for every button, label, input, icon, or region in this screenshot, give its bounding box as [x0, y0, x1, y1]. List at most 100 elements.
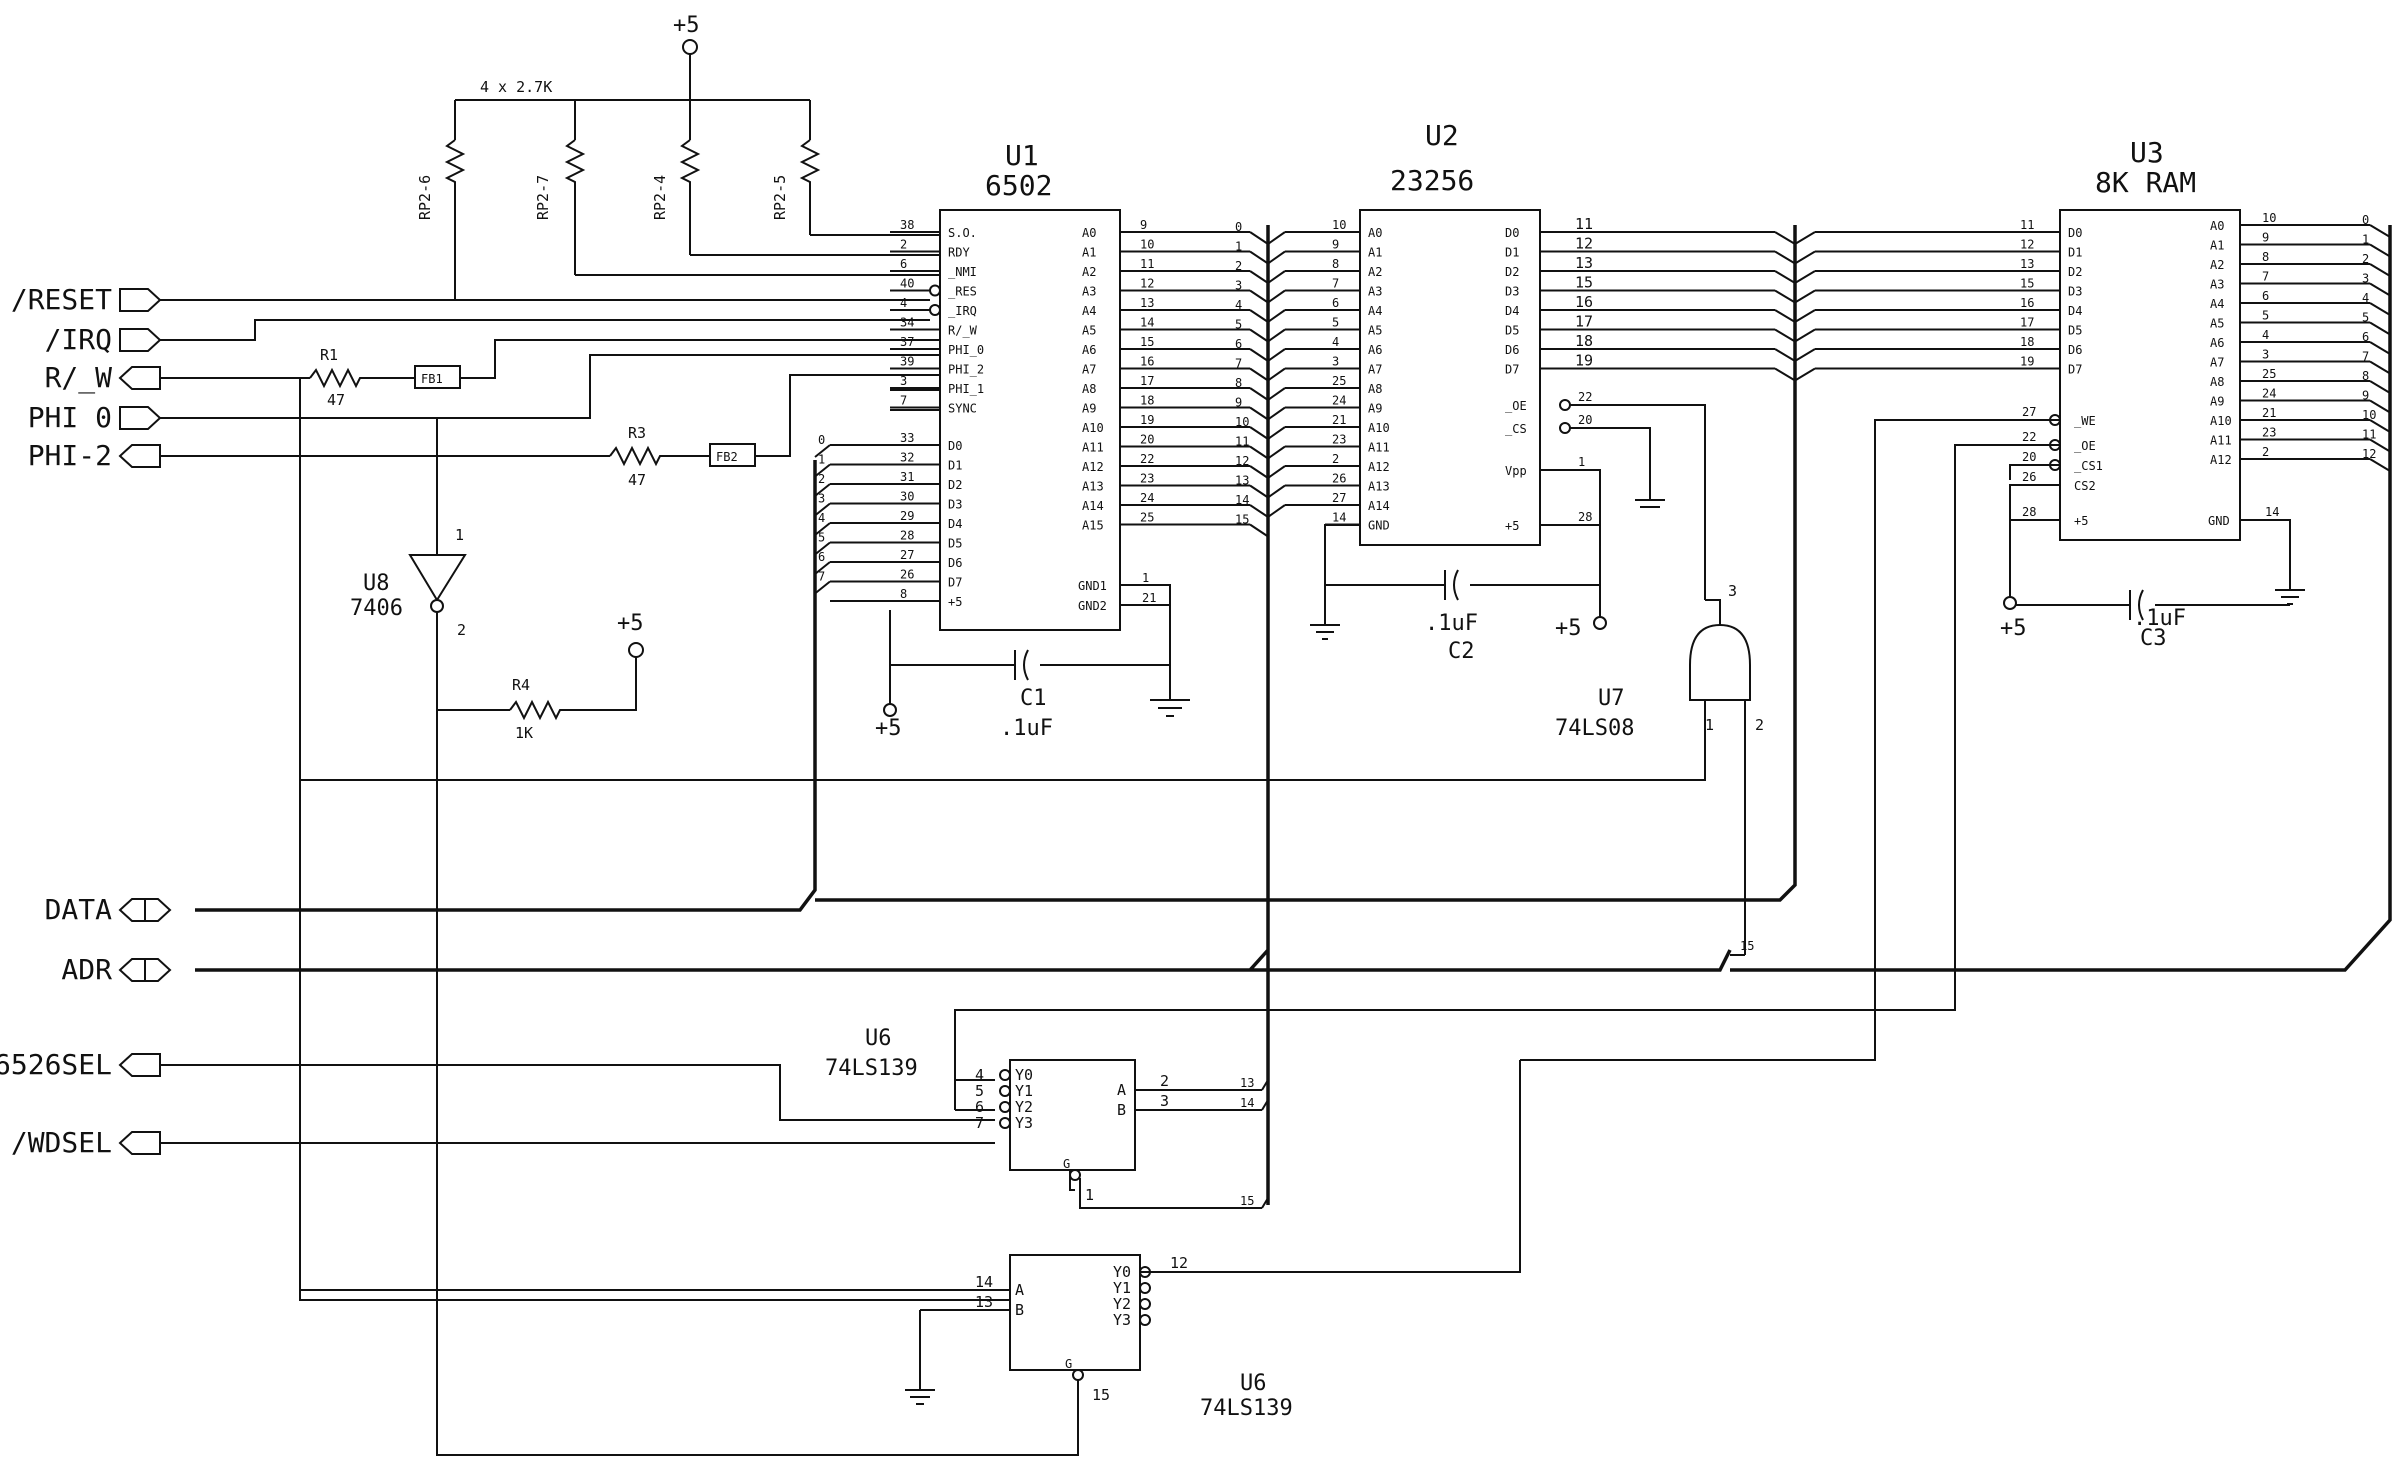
u1-data-bus-tap [814, 541, 831, 556]
u2-data-pin-name: D0 [1505, 226, 1519, 240]
u3-addr-tap-label: 10 [2362, 408, 2376, 422]
u2-bus-tap [1267, 328, 1286, 343]
port-irq-label: /IRQ [45, 323, 112, 356]
u6b-out-bubble [1139, 1282, 1151, 1294]
u3-ctrl-pin-name: +5 [2074, 514, 2088, 528]
u1-pin-name: SYNC [948, 402, 977, 416]
u2-ctrl-pin-name: _CS [1505, 422, 1527, 436]
u3-body [2059, 209, 2241, 541]
u2-pin-number: 4 [1332, 335, 1339, 349]
c1-ref: C1 [1020, 686, 1047, 711]
port-phi2-symbol [118, 444, 161, 468]
u1-data-bus-tap [814, 580, 831, 595]
u6b-in-name: B [1015, 1301, 1024, 1319]
u1-addr-tap-label: 8 [1235, 376, 1242, 390]
u1-data-pin-number: 28 [900, 529, 914, 543]
u3-data-bus-tap [1794, 328, 1816, 343]
u1-addr-bus-tap [1249, 231, 1269, 245]
u1-pin-name: PHI_1 [948, 382, 984, 396]
port-wdsel-symbol [118, 1131, 161, 1155]
port-rw-label: R/_W [45, 361, 113, 395]
u6a-out-bubble [999, 1085, 1011, 1097]
u1-pin-bubble [929, 304, 941, 316]
u3-data-pin-name: D5 [2068, 324, 2082, 338]
u6b-out-bubble [1139, 1314, 1151, 1326]
u1-data-pin-name: D7 [948, 576, 962, 590]
u6b-out-name: Y1 [1113, 1279, 1131, 1297]
u3-data-bus-tap [1794, 289, 1816, 304]
u1-data-tap-label: 5 [818, 531, 825, 545]
u3-addr-bus-tap [2369, 360, 2391, 375]
c3-ref: C3 [2140, 626, 2167, 651]
u6a-out-name: Y1 [1015, 1082, 1033, 1100]
port-rw-symbol [118, 366, 161, 390]
u3-addr-tap-label: 3 [2362, 272, 2369, 286]
u3-data-pin-number: 18 [2020, 335, 2034, 349]
rp2-6-label: RP2-6 [416, 175, 434, 220]
u3-addr-bus-tap [2369, 263, 2391, 277]
u2-ctrl-pin-name: +5 [1505, 519, 1519, 533]
r4-resistor [509, 656, 637, 721]
u6a-out-bubble [999, 1117, 1011, 1129]
u3-addr-bus-tap [2369, 438, 2391, 453]
u1-addr-pin-number: 24 [1140, 491, 1154, 505]
u3-addr-bus-tap [2369, 341, 2391, 355]
u3-data-pin-name: D2 [2068, 265, 2082, 279]
u3-ram: U3 8K RAM 11D012D113D215D316D417D518D619… [1794, 136, 2391, 541]
u6b-out-name: Y0 [1113, 1263, 1131, 1281]
u6b-g-name: G [1065, 1357, 1072, 1371]
u2-data-bus-tap [1774, 367, 1796, 382]
u1-addr-pin-number: 20 [1140, 433, 1154, 447]
u2-ref: U2 [1425, 119, 1459, 152]
u1-addr-pin-number: 16 [1140, 355, 1154, 369]
u1-addr-tap-label: 10 [1235, 415, 1249, 429]
u8-ref: U8 [363, 571, 390, 596]
u6b-g-pin: 15 [1092, 1386, 1110, 1404]
u1-pin-number: 7 [900, 394, 907, 408]
u3-addr-pin-number: 9 [2262, 231, 2269, 245]
u2-bus-tap [1267, 504, 1286, 518]
u2-data-pin-number: 15 [1575, 274, 1593, 292]
u3-addr-tap-label: 1 [2362, 233, 2369, 247]
u1-addr-tap-label: 5 [1235, 318, 1242, 332]
u8-inverter: 1 2 U8 7406 +5 R4 1K [350, 526, 1079, 1456]
u1-data-bus-tap [814, 463, 831, 478]
u2-pin-name: A3 [1368, 285, 1382, 299]
u3-addr-bus-tap [2369, 380, 2391, 394]
u1-data-pin-name: D5 [948, 537, 962, 551]
u3-addr-bus-tap [2369, 419, 2391, 433]
u3-addr-pin-name: A10 [2210, 414, 2232, 428]
u2-pin-name: A10 [1368, 421, 1390, 435]
u1-addr-pin-name: A2 [1082, 265, 1096, 279]
port-adr-label: ADR [61, 953, 112, 986]
u6a-tap-label: 13 [1240, 1076, 1254, 1090]
u3-ctrl-pin-number: 27 [2022, 405, 2036, 419]
u3-ctrl-pin-name: _CS1 [2074, 459, 2103, 473]
r4-vcc: +5 [617, 611, 644, 636]
u6a-out-name: Y3 [1015, 1114, 1033, 1132]
u1-data-tap-label: 4 [818, 511, 825, 525]
u3-addr-pin-number: 10 [2262, 211, 2276, 225]
u1-pin-name: PHI_2 [948, 363, 984, 377]
u7-in2-tap: 15 [1740, 939, 1754, 953]
u2-pin-number: 24 [1332, 394, 1346, 408]
u2-ctrl-pin-number: 1 [1578, 455, 1585, 469]
u7-pin-in2: 2 [1755, 716, 1764, 734]
bus-lines [195, 225, 2392, 1205]
c3-value: .1uF [2133, 606, 2186, 631]
c1-value: .1uF [1000, 716, 1053, 741]
u6a-out-pin: 7 [975, 1114, 984, 1132]
u3-addr-tap-label: 12 [2362, 447, 2376, 461]
u2-data-bus-tap [1774, 270, 1796, 284]
u1-data-pin-number: 33 [900, 431, 914, 445]
r4-ref: R4 [512, 676, 530, 694]
u6a-out-bubble [999, 1101, 1011, 1113]
u2-bus-tap [1267, 231, 1286, 245]
u3-addr-pin-name: A11 [2210, 434, 2232, 448]
u6b-part: 74LS139 [1200, 1396, 1293, 1421]
u3-gnd-pin-name: GND [2208, 514, 2230, 528]
u1-data-tap-label: 3 [818, 492, 825, 506]
u1-pin-number: 6 [900, 257, 907, 271]
u1-addr-pin-name: A6 [1082, 343, 1096, 357]
